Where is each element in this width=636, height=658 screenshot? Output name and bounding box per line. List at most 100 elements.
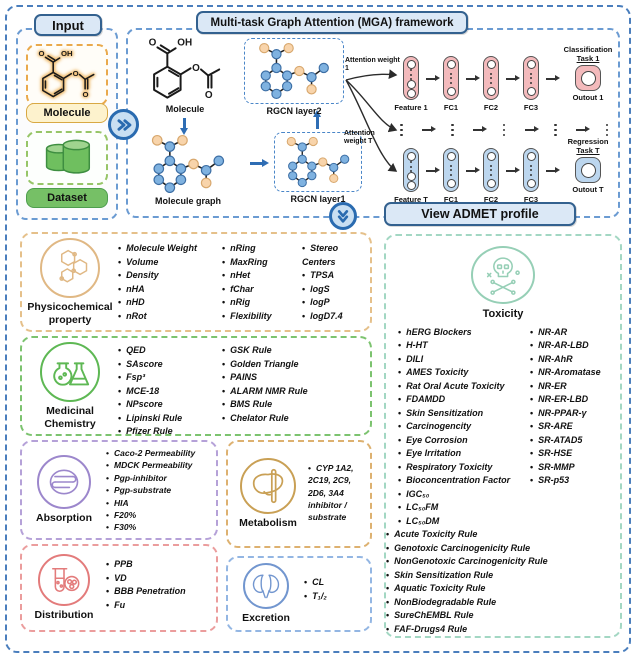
fc1-nodes [443,148,459,192]
label-line1: Medicinal [46,405,94,418]
list-item: BBB Penetration [106,585,186,599]
arrow-icon [546,167,560,173]
rgcn-layer1-box [274,132,362,192]
molecule-card-label: Molecule [26,103,108,123]
list-item: DILI [398,353,530,367]
chevron-down-icon [337,210,349,223]
list-item: Genotoxic Carcinogenicity Rule [386,542,620,556]
medicinal-label: Medicinal Chemistry [44,405,95,429]
feature-nodes [403,148,419,192]
list-item: Skin Sensitization Rule [386,569,620,583]
list-item: LC₅₀DM [398,515,530,529]
toxicity-columns: hERG BlockersH-HTDILIAMES ToxicityRat Or… [386,320,620,529]
list-item: logD7.4 [302,310,374,324]
arrow-right-icon [250,159,269,166]
list-item: Caco-2 Permeability [106,447,195,459]
excretion-list: CLT₁/₂ [304,558,327,630]
absorption-list: Caco-2 PermeabilityMDCK PermeabilityPgp-… [106,442,195,538]
excretion-section: Excretion CLT₁/₂ [226,556,372,632]
list-item: PAINS [222,371,308,385]
physicochemical-columns: Molecule WeightVolumeDensitynHAnHDnRot n… [118,234,374,330]
toxicity-rules-list: Acute Toxicity RuleGenotoxic Carcinogeni… [386,528,620,636]
task-name-label: Task T [576,146,600,155]
list-item: ALARM NMR Rule [222,385,308,399]
medicinal-iconwrap: Medicinal Chemistry [22,338,118,434]
toxicity-section: Toxicity hERG BlockersH-HTDILIAMES Toxic… [384,234,622,638]
list-item: NR-ER-LBD [530,393,620,407]
vertical-ellipsis [605,123,608,137]
liver-icon [240,458,296,515]
aspirin-structure-icon [37,50,95,100]
molecule-caption: Molecule [165,104,205,114]
task-name-label: Task 1 [576,54,600,63]
flow-arrow-down-icon [329,202,357,230]
arrow-icon [421,127,436,132]
dataset-card-label: Dataset [26,188,108,208]
input-header: Input [34,14,102,36]
list-item: logP [302,296,374,310]
list-item: F30% [106,521,195,533]
metabolism-list: CYP 1A2, 2C19, 2C9, 2D6, 3A4 inhibitor /… [308,442,370,546]
arrow-icon [546,75,560,81]
list-item: FDAMDD [398,393,530,407]
toxicity-label: Toxicity [482,307,524,320]
list-item: Chelator Rule [222,412,308,426]
fc2-nodes [483,56,499,100]
list-item: BMS Rule [222,398,308,412]
list-item: SR-ATAD5 [530,434,620,448]
list-item: Stereo Centers [302,242,374,269]
output-node-box [575,65,601,91]
dataset-label-text: Dataset [47,192,87,204]
fc1-column: FC1 [436,56,466,112]
arrow-icon [506,167,520,173]
medicinal-col1: QEDSAscoreFsp³MCE-18NPscoreLipinski Rule… [118,344,222,436]
list-item: Pgp-substrate [106,484,195,496]
rgcn-layer2-box [244,38,344,104]
task-ellipsis-row [400,122,608,138]
fc3-nodes [523,56,539,100]
fc1-nodes [443,56,459,100]
regression-output: Regression Task T Outout T [556,137,620,194]
feature-nodes [403,56,419,100]
chevron-right-icon [116,118,131,131]
list-item: NonGenotoxic Carcinogenicity Rule [386,555,620,569]
task-type-label: Classification [563,45,613,54]
list-item: Pfizer Rule [118,425,222,439]
fc3-label: FC3 [523,195,539,204]
list-item: Respiratory Toxicity [398,461,530,475]
list-item: VD [106,572,186,586]
arrow-icon [466,167,480,173]
vertical-ellipsis [451,123,454,137]
fc3-nodes [523,148,539,192]
list-item: SAscore [118,358,222,372]
fc1-label: FC1 [443,103,459,112]
list-item: nHA [118,283,222,297]
attention-weight-t-line2: weight T [344,138,373,146]
list-item: MDCK Permeability [106,459,195,471]
list-item: Molecule Weight [118,242,222,256]
list-item: QED [118,344,222,358]
list-item: NR-AR [530,326,620,340]
fc2-label: FC2 [483,195,499,204]
mga-framework-panel: Molecule Molecule graph RGCN layer1 RGCN… [126,28,620,218]
list-item: Golden Triangle [222,358,308,372]
distribution-label: Distribution [34,609,94,622]
list-item: PPB [106,558,186,572]
physicochemical-col1: Molecule WeightVolumeDensitynHAnHDnRot [118,242,222,330]
list-item: Fsp³ [118,371,222,385]
toxicity-col2: NR-ARNR-AR-LBDNR-AhRNR-AromataseNR-ERNR-… [530,326,620,529]
feature-label: Feature T [394,195,428,204]
hexagons-icon [40,238,100,299]
fc1-label: FC1 [443,195,459,204]
list-item: MCE-18 [118,385,222,399]
kidneys-icon [243,563,289,610]
list-item: SR-p53 [530,474,620,488]
list-item: F20% [106,509,195,521]
metabolism-iconwrap: Metabolism [228,442,308,546]
arrow-icon [426,75,440,81]
vertical-ellipsis [400,123,403,137]
list-item: TPSA [302,269,374,283]
feature-column: Feature T [394,148,428,204]
physicochemical-iconwrap: Physicochemical property [22,234,118,330]
distribution-list: PPBVDBBB PenetrationFu [106,546,186,630]
